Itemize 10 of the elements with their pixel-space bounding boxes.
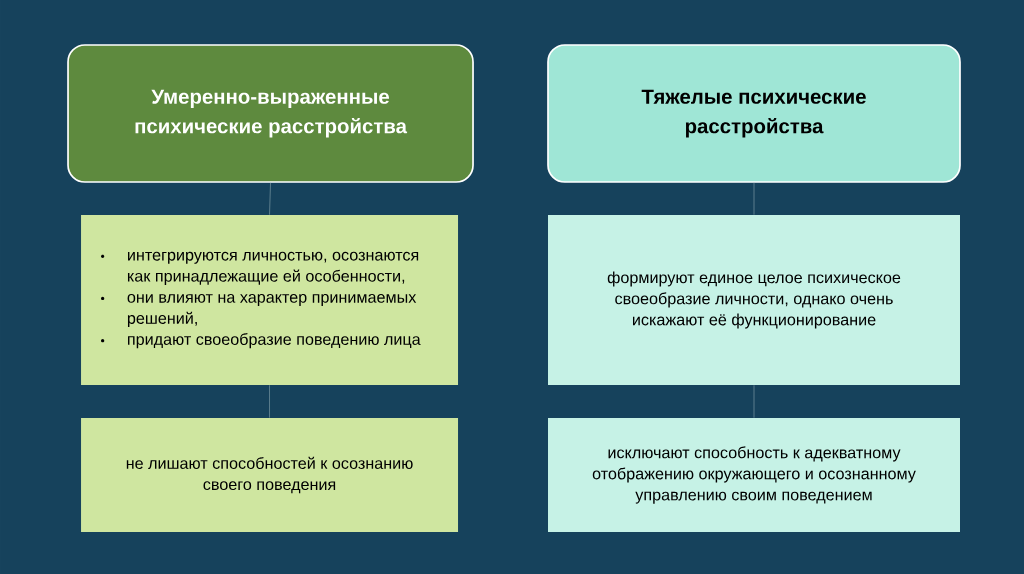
connector-line: [269, 384, 270, 419]
header-box: Тяжелые психические расстройства: [547, 44, 961, 183]
connector-line: [753, 384, 755, 419]
text-box: не лишают способностей к осознанию своего поведения: [81, 418, 459, 532]
connector-line: [269, 182, 271, 216]
text-box: формируют единое целое психическое своеобразие личности, однако очень искажают её функционирование: [548, 215, 960, 385]
header-box: Умеренно-выраженные психические расстройства: [67, 44, 474, 183]
list-box: интегрируются личностью, осознаются как принадлежащие ей особенности, они влияют на характер принимаемых решений, придают своеобразие поведению лица: [81, 215, 459, 385]
text-box: исключают способность к адекватному отображению окружающего и осознанному управлению своим поведением: [548, 418, 960, 532]
connector-line: [753, 182, 755, 216]
